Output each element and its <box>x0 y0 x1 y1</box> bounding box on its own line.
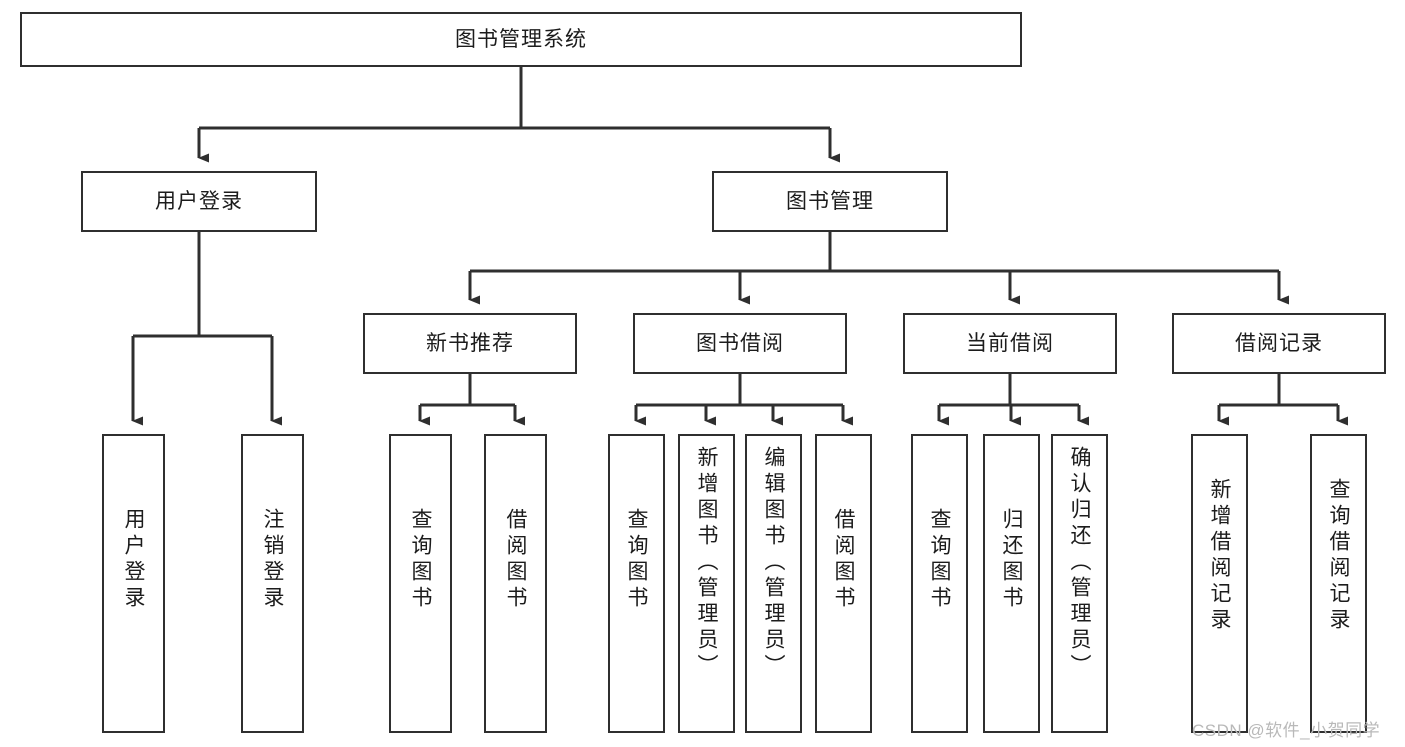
leaf-query-book-borrow[interactable]: 查询图书 <box>608 434 665 733</box>
leaf-logout-login[interactable]: 注销登录 <box>241 434 304 733</box>
node-label: 查询图书 <box>409 508 432 612</box>
node-new-book-rec[interactable]: 新书推荐 <box>363 313 577 374</box>
leaf-edit-book-admin[interactable]: 编辑图书（管理员） <box>745 434 802 733</box>
node-label: 查询图书 <box>625 508 648 612</box>
leaf-add-book-admin[interactable]: 新增图书（管理员） <box>678 434 735 733</box>
node-label: 当前借阅 <box>966 331 1054 355</box>
node-borrow-record[interactable]: 借阅记录 <box>1172 313 1386 374</box>
leaf-borrow-book-new[interactable]: 借阅图书 <box>484 434 547 733</box>
leaf-query-borrow-record[interactable]: 查询借阅记录 <box>1310 434 1367 733</box>
leaf-return-book[interactable]: 归还图书 <box>983 434 1040 733</box>
node-label: 图书管理 <box>786 189 874 213</box>
node-label: 查询借阅记录 <box>1327 478 1350 634</box>
node-label: 新增借阅记录 <box>1208 478 1231 634</box>
node-label: 归还图书 <box>1000 508 1023 612</box>
node-label: 编辑图书（管理员） <box>762 446 785 680</box>
node-current-borrow[interactable]: 当前借阅 <box>903 313 1117 374</box>
node-label: 借阅图书 <box>832 508 855 612</box>
leaf-borrow-book-borrow[interactable]: 借阅图书 <box>815 434 872 733</box>
node-label: 注销登录 <box>261 508 284 612</box>
leaf-user-login[interactable]: 用户登录 <box>102 434 165 733</box>
node-label: 用户登录 <box>155 189 243 213</box>
node-book-borrow[interactable]: 图书借阅 <box>633 313 847 374</box>
node-book-manage[interactable]: 图书管理 <box>712 171 948 232</box>
node-label: 借阅图书 <box>504 508 527 612</box>
node-label: 新书推荐 <box>426 331 514 355</box>
node-root-system[interactable]: 图书管理系统 <box>20 12 1022 67</box>
node-label: 借阅记录 <box>1235 331 1323 355</box>
leaf-query-book-new[interactable]: 查询图书 <box>389 434 452 733</box>
node-label: 确认归还（管理员） <box>1068 446 1091 680</box>
leaf-confirm-return-admin[interactable]: 确认归还（管理员） <box>1051 434 1108 733</box>
node-label: 用户登录 <box>122 508 145 612</box>
node-label: 图书借阅 <box>696 331 784 355</box>
node-label: 图书管理系统 <box>455 27 587 51</box>
node-label: 查询图书 <box>928 508 951 612</box>
csdn-watermark: CSDN @软件_小贺同学 <box>1192 721 1381 740</box>
leaf-query-book-current[interactable]: 查询图书 <box>911 434 968 733</box>
node-user-login[interactable]: 用户登录 <box>81 171 317 232</box>
leaf-add-borrow-record[interactable]: 新增借阅记录 <box>1191 434 1248 733</box>
node-label: 新增图书（管理员） <box>695 446 718 680</box>
